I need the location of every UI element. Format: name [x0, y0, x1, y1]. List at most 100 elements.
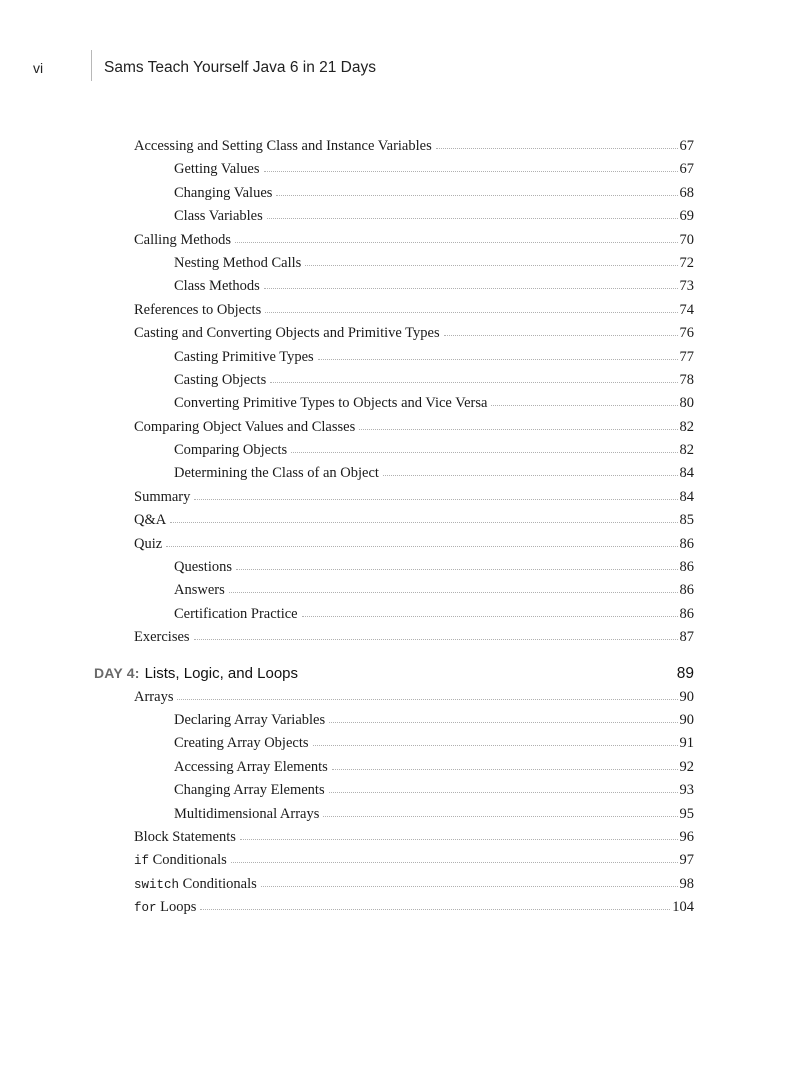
dot-leader [323, 815, 678, 817]
dot-leader [170, 521, 678, 524]
dot-leader [491, 404, 678, 407]
toc-entry[interactable]: Casting Primitive Types 77 [174, 349, 694, 372]
toc-entry-page: 76 [679, 325, 695, 342]
toc-entry-title: Q&A [134, 512, 167, 529]
toc-entry-page: 86 [679, 535, 695, 552]
toc-entry-page: 104 [672, 899, 694, 916]
toc-entry-title: Questions [174, 559, 232, 576]
dot-leader [305, 264, 678, 266]
toc-entry-page: 90 [679, 688, 695, 705]
toc-chapter-day4[interactable]: DAY 4: Lists, Logic, and Loops 89 [94, 665, 694, 689]
dot-leader [177, 698, 678, 700]
dot-leader [291, 451, 678, 454]
dot-leader [317, 358, 678, 360]
toc-entry-page: 96 [679, 828, 695, 845]
toc-entry-page: 90 [679, 711, 695, 728]
toc-entry-title: Casting Primitive Types [174, 348, 314, 365]
toc-entry[interactable]: Summary 84 [134, 489, 694, 512]
toc-entry[interactable]: Arrays 90 [134, 689, 694, 712]
header-divider [91, 50, 92, 81]
toc-entry[interactable]: Casting and Converting Objects and Primi… [134, 325, 694, 348]
dot-leader [329, 721, 678, 723]
toc-entry[interactable]: Quiz 86 [134, 536, 694, 559]
code-keyword: if [134, 854, 150, 869]
toc-entry-text: Loops [160, 899, 197, 916]
chapter-page: 89 [676, 664, 694, 682]
toc-entry[interactable]: Certification Practice 86 [174, 606, 694, 629]
toc-entry-page: 86 [679, 605, 695, 622]
toc-entry-title: Casting Objects [174, 371, 267, 388]
toc-entry-page: 68 [679, 184, 695, 201]
book-title: Sams Teach Yourself Java 6 in 21 Days [104, 59, 376, 76]
toc-entry[interactable]: Block Statements 96 [134, 829, 694, 852]
toc-entry-title: Accessing and Setting Class and Instance… [134, 138, 432, 154]
toc-entry-title: Class Methods [174, 278, 260, 295]
dot-leader [193, 638, 678, 641]
dot-leader [263, 170, 678, 173]
toc-entry-page: 86 [679, 582, 695, 599]
toc-entry-page: 77 [679, 348, 695, 365]
toc-entry-page: 82 [679, 418, 695, 435]
toc-entry-page: 85 [679, 512, 695, 529]
toc-entry[interactable]: Accessing and Setting Class and Instance… [134, 138, 694, 161]
toc-section-day3-continued: Accessing and Setting Class and Instance… [0, 138, 800, 653]
toc-entry[interactable]: Answers 86 [174, 582, 694, 605]
toc-entry-page: 91 [679, 735, 695, 752]
toc-entry-title: Declaring Array Variables [174, 711, 326, 728]
toc-entry-title: Comparing Objects [174, 442, 288, 459]
toc-entry-title: Converting Primitive Types to Objects an… [174, 395, 488, 412]
dot-leader [435, 147, 678, 149]
dot-leader [260, 885, 678, 887]
toc-entry[interactable]: Q&A 85 [134, 512, 694, 535]
dot-leader [382, 474, 678, 477]
toc-entry-page: 93 [679, 782, 695, 799]
toc-entry-title: Exercises [134, 629, 190, 646]
toc-entry[interactable]: Comparing Objects 82 [174, 442, 694, 465]
day-label: DAY 4: [94, 664, 140, 681]
toc-entry-title: Getting Values [174, 161, 260, 178]
toc-entry[interactable]: Questions 86 [174, 559, 694, 582]
toc-entry-title: if Conditionals [134, 852, 227, 869]
toc-entry[interactable]: Declaring Array Variables 90 [174, 712, 694, 735]
toc-entry[interactable]: Converting Primitive Types to Objects an… [174, 395, 694, 418]
toc-entry-page: 84 [679, 488, 695, 505]
toc-entry-title: Block Statements [134, 828, 236, 845]
toc-entry-title: Answers [174, 582, 225, 599]
toc-entry-title: Calling Methods [134, 231, 232, 248]
toc-entry-page: 69 [679, 208, 695, 225]
toc-entry-page: 80 [679, 395, 695, 412]
toc-entry-page: 95 [679, 805, 695, 822]
toc-entry[interactable]: Casting Objects 78 [174, 372, 694, 395]
dot-leader [236, 568, 678, 571]
dot-leader [328, 791, 678, 794]
toc-entry-page: 98 [679, 875, 695, 892]
toc-entry-title: Arrays [134, 688, 174, 705]
toc-entry-title: Quiz [134, 535, 163, 552]
toc-entry-title: Certification Practice [174, 605, 298, 622]
toc-entry-page: 82 [679, 442, 695, 459]
dot-leader [239, 838, 678, 840]
toc-entry-title: Casting and Converting Objects and Primi… [134, 325, 440, 342]
toc-entry-page: 78 [679, 371, 695, 388]
code-keyword: switch [134, 877, 180, 892]
toc-entry-page: 86 [679, 559, 695, 576]
toc-entry-title: Summary [134, 488, 191, 505]
